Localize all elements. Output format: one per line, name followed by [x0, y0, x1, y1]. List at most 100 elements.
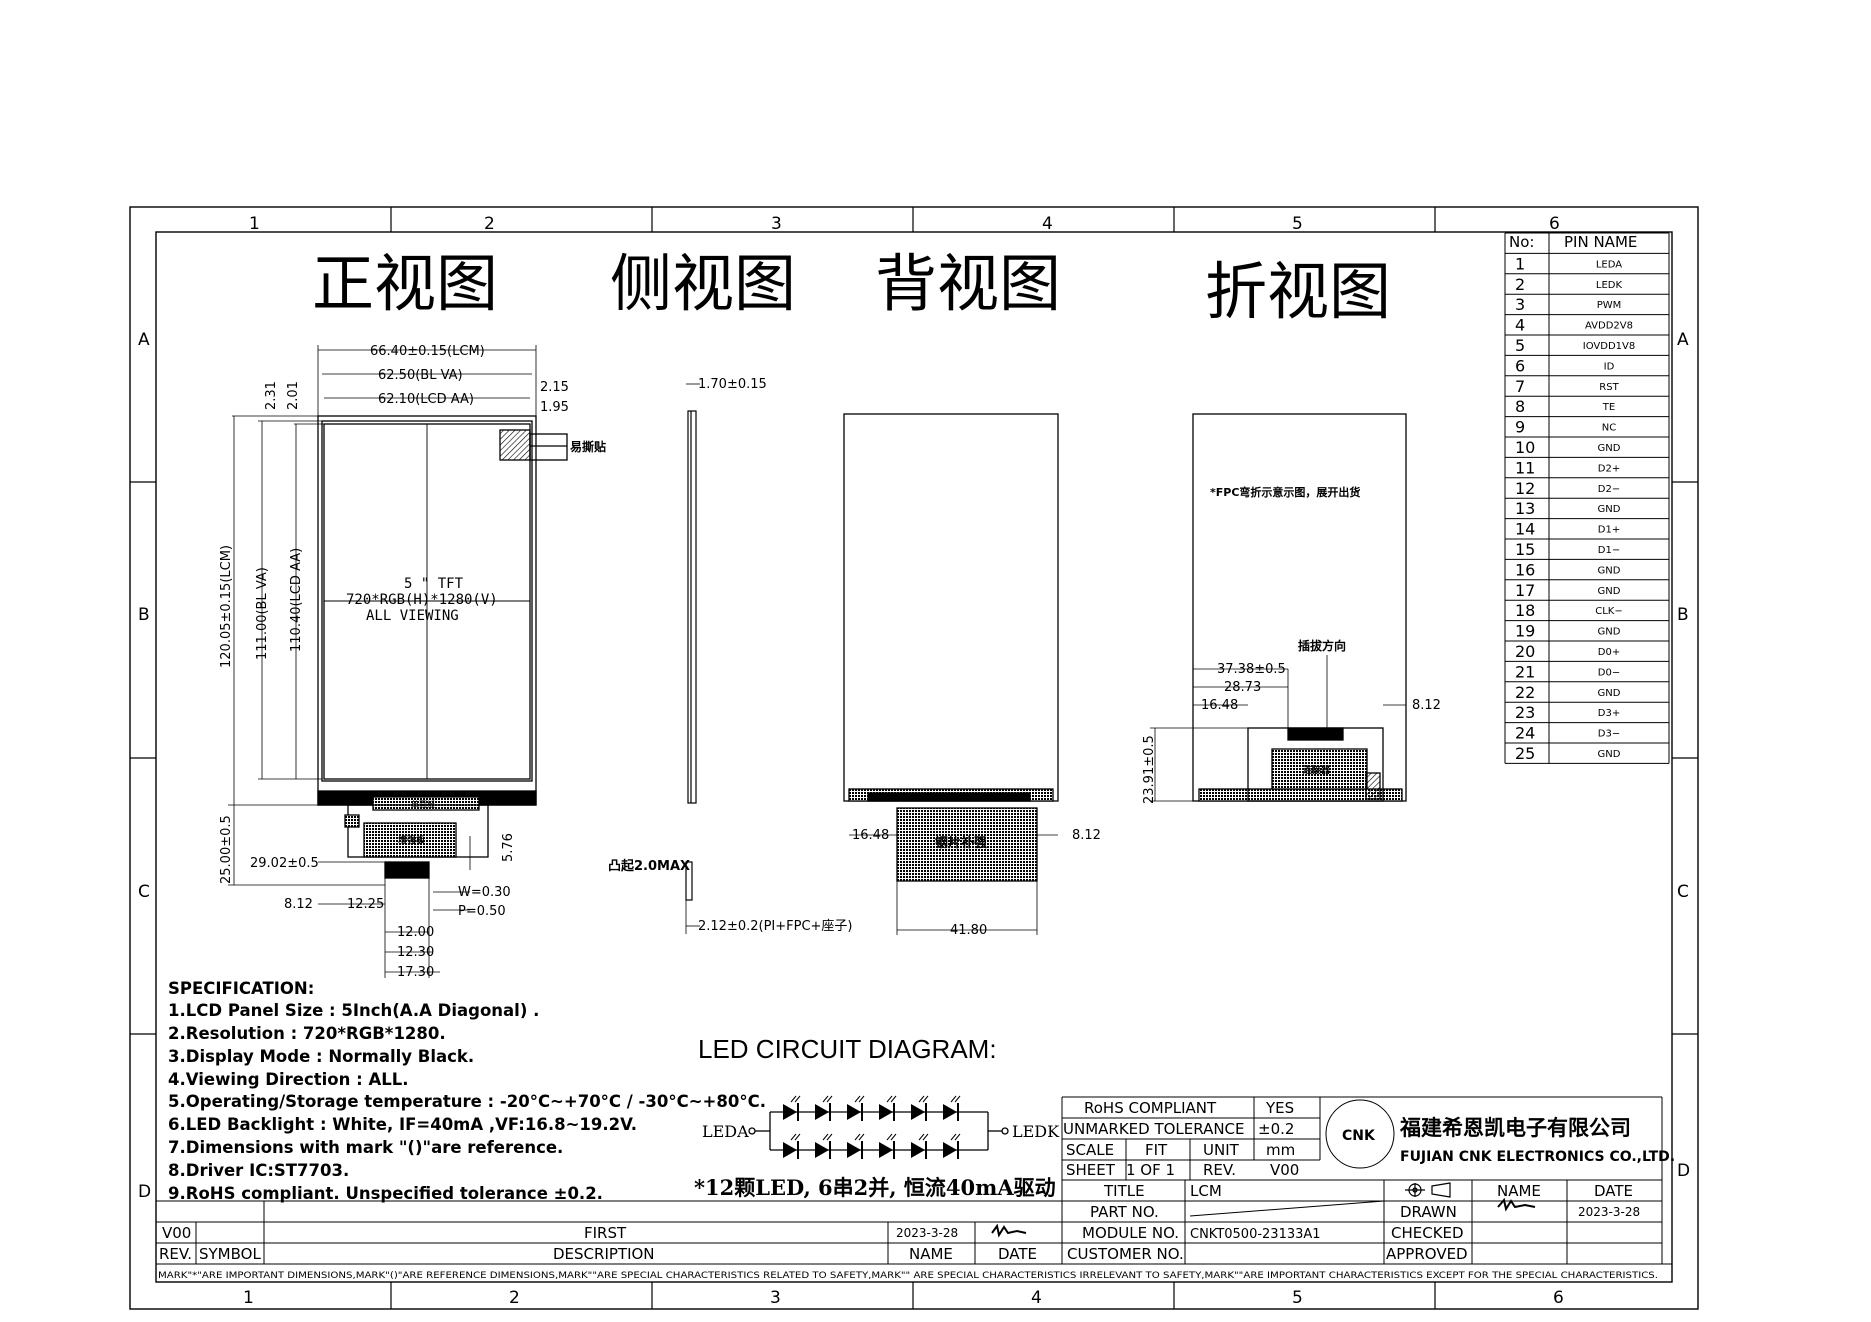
approved-label: APPROVED: [1386, 1245, 1468, 1263]
pin-name: GND: [1598, 565, 1621, 576]
rev-header-name: NAME: [909, 1245, 953, 1263]
dim-back-4180: 41.80: [950, 923, 987, 938]
company-logo-text: CNK: [1342, 1128, 1376, 1144]
back-view: [843, 413, 1059, 935]
grid-ticks: [130, 207, 1698, 1309]
drawn-signature: [1497, 1197, 1536, 1212]
drawn-label: DRAWN: [1400, 1203, 1457, 1221]
pin-name: D2−: [1598, 484, 1620, 495]
led-diode-icon: [943, 1133, 961, 1159]
unit-value: mm: [1266, 1141, 1295, 1159]
pin-number: 25: [1515, 744, 1535, 763]
insert-direction: 插拔方向: [1298, 638, 1346, 653]
dim-total-thickness: 2.12±0.2(PI+FPC+座子): [698, 919, 853, 934]
pin-number: 19: [1515, 622, 1535, 641]
spec-line: 6.LED Backlight : White, IF=40mA ,VF:16.…: [168, 1115, 637, 1134]
dim-576: 5.76: [501, 833, 516, 862]
title-label: TITLE: [1103, 1182, 1145, 1200]
row-label: B: [1677, 605, 1689, 625]
dim-back-812: 8.12: [1072, 828, 1101, 843]
fold-connector: [1271, 748, 1368, 790]
pin-name: TE: [1602, 402, 1615, 413]
grid-labels: 1 2 3 4 5 6 1 2 3 4 5 6 A B C D A B C D: [138, 214, 1690, 1308]
col-label: 2: [509, 1288, 520, 1308]
row-label: C: [138, 882, 150, 902]
spec-line: 7.Dimensions with mark "()"are reference…: [168, 1138, 563, 1157]
led-diode-icon: [815, 1095, 833, 1121]
dim-fold-3738: 37.38±0.5: [1217, 662, 1286, 677]
company-name-en: FUJIAN CNK ELECTRONICS CO.,LTD.: [1400, 1149, 1675, 1165]
dim-fold-2391: 23.91±0.5: [1142, 735, 1157, 804]
pin-number: 7: [1515, 377, 1525, 396]
sticker-label: 易撕贴: [570, 439, 606, 454]
pin-name: LEDA: [1596, 259, 1622, 270]
pin-name: GND: [1598, 749, 1621, 760]
pin-number: 13: [1515, 499, 1535, 518]
title-back-view: 背视图: [875, 247, 1061, 320]
scale-label: SCALE: [1066, 1141, 1114, 1159]
dim-p: P=0.50: [458, 904, 506, 919]
spec-line: 9.RoHS compliant. Unspecified tolerance …: [168, 1184, 603, 1203]
pin-name: ID: [1604, 361, 1615, 372]
col-label: 5: [1292, 214, 1303, 234]
dim-1730: 17.30: [397, 965, 434, 980]
dim-thickness: 1.70±0.15: [698, 377, 767, 392]
led-diode-icon: [943, 1095, 961, 1121]
rev-value: V00: [1270, 1161, 1299, 1179]
pin-row: 16 GND: [1515, 560, 1621, 579]
dim-2902: 29.02±0.5: [250, 856, 319, 871]
led-diode-icon: [911, 1095, 929, 1121]
dim-height-aa: 110.40(LCD AA): [289, 548, 304, 652]
pin-number: 11: [1515, 458, 1535, 477]
tolerance-label: UNMARKED TOLERANCE: [1063, 1120, 1245, 1138]
projection-symbol: [1405, 1182, 1451, 1198]
dim-bump: 凸起2.0MAX: [608, 858, 690, 874]
pin-name: IOVDD1V8: [1583, 341, 1635, 352]
led-diode-icon: [847, 1095, 865, 1121]
dim-2500: 25.00±0.5: [219, 815, 234, 884]
back-stiffener: [896, 807, 1038, 882]
fpc-stiff-label: 增强板: [398, 834, 426, 846]
side-view: [685, 383, 700, 934]
col-label: 4: [1031, 1288, 1042, 1308]
pin-number: 16: [1515, 560, 1535, 579]
col-label: 3: [771, 214, 782, 234]
pin-number: 1: [1515, 254, 1525, 273]
dim-1200: 12.00: [397, 925, 434, 940]
col-label: 5: [1292, 1288, 1303, 1308]
dim-width-lcm: 66.40±0.15(LCM): [370, 344, 485, 359]
pin-row: 25 GND: [1515, 744, 1621, 763]
title-front-view: 正视图: [312, 247, 498, 320]
rev-signature: [991, 1223, 1027, 1238]
row-label: A: [1677, 330, 1689, 350]
specification: SPECIFICATION: 1.LCD Panel Size : 5Inch(…: [168, 979, 766, 1203]
pin-name: D1−: [1598, 545, 1620, 556]
pin-number: 8: [1515, 397, 1525, 416]
pin-name: GND: [1598, 688, 1621, 699]
dim-fold-2873: 28.73: [1224, 680, 1261, 695]
led-circuit: LED CIRCUIT DIAGRAM: LEDA LEDK *12颗LED, …: [694, 1034, 1060, 1200]
title-side-view: 侧视图: [610, 247, 796, 320]
fpc-top-board: [372, 796, 480, 811]
pin-name: GND: [1598, 586, 1621, 597]
front-dimensions: [228, 345, 537, 973]
spec-line: 3.Display Mode : Normally Black.: [168, 1047, 474, 1066]
front-view: [317, 415, 568, 978]
title-block-text: RoHS COMPLIANT YES UNMARKED TOLERANCE ±0…: [1063, 1099, 1675, 1263]
back-outline: [843, 413, 1059, 802]
module-no-label: MODULE NO.: [1082, 1224, 1179, 1242]
pin-number: 3: [1515, 295, 1525, 314]
led-diode-icon: [815, 1133, 833, 1159]
spec-line: 1.LCD Panel Size : 5Inch(A.A Diagonal) .: [168, 1001, 539, 1020]
pin-number: 22: [1515, 683, 1535, 702]
pin-number: 10: [1515, 438, 1535, 457]
fold-note: *FPC弯折示意示图，展开出货: [1210, 485, 1360, 499]
module-no-value: CNKT0500-23133A1: [1190, 1227, 1321, 1242]
